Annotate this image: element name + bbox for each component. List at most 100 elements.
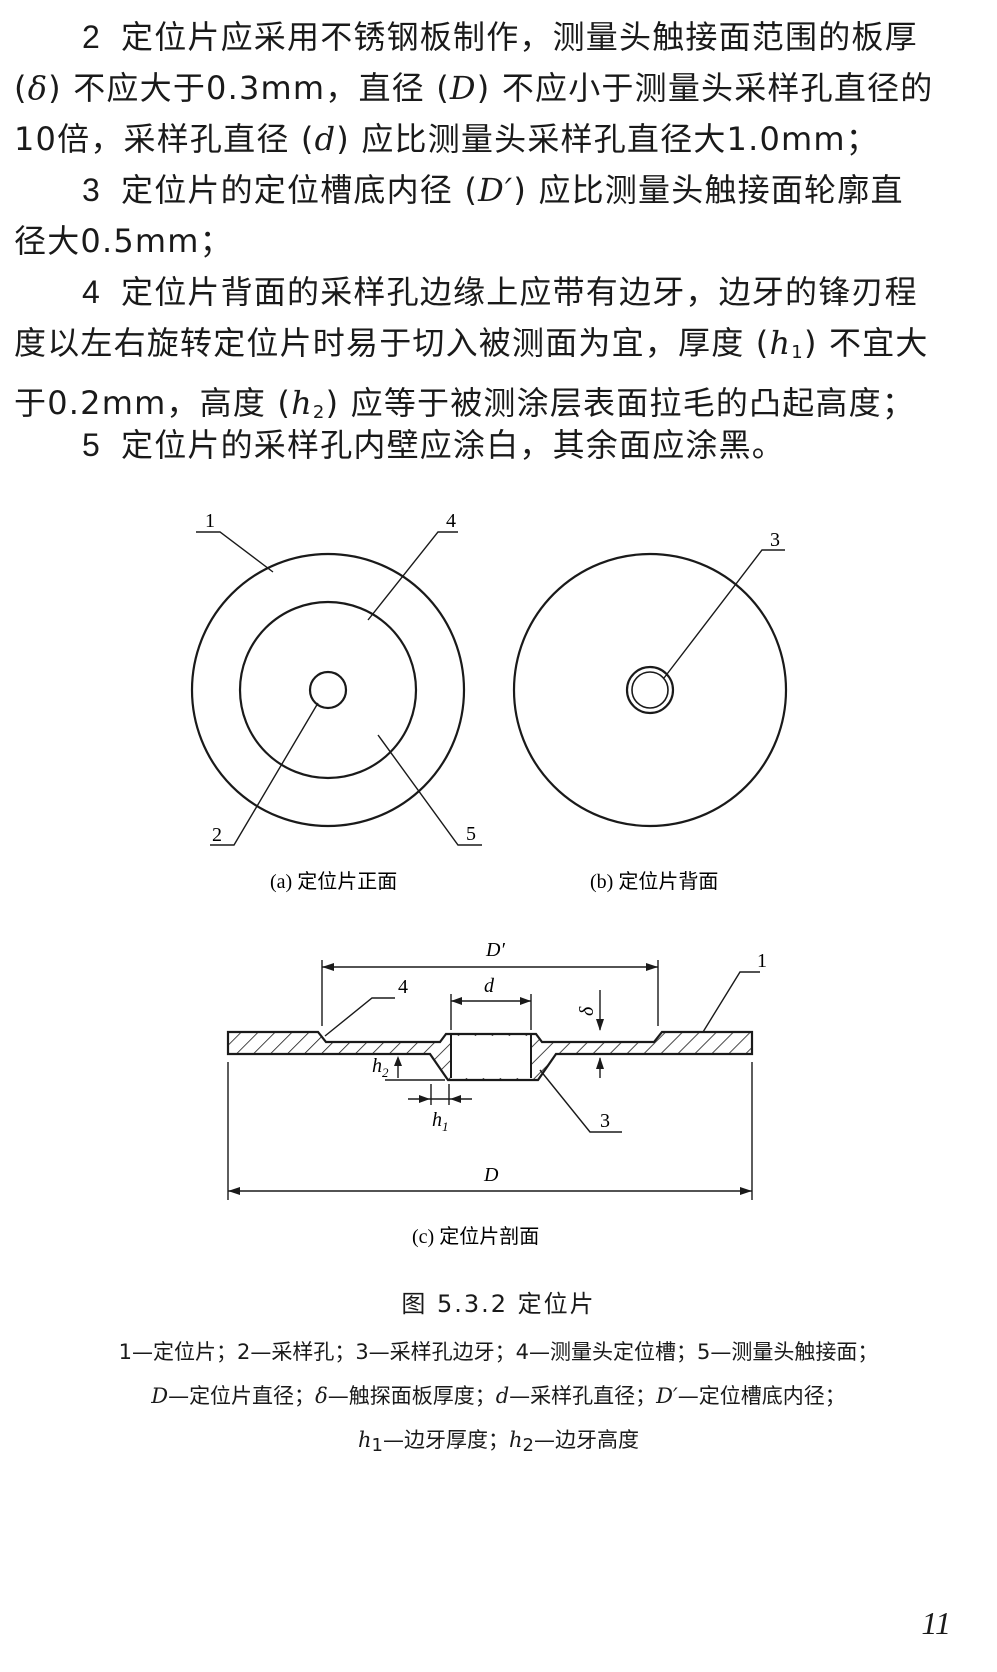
outer-circle [512,552,788,828]
symbol: D [151,1384,169,1408]
legend-line-3: h1—边牙厚度；h2—边牙高度 [0,1418,997,1468]
arrow [646,963,658,971]
text: ) 应比测量头采样孔直径大1.0mm； [336,120,879,158]
section-view [226,960,760,1200]
locating-groove-circle [238,600,418,780]
label-5: 5 [466,823,476,845]
symbol: δ [315,1384,328,1408]
page-number: 11 [921,1605,951,1641]
label-1: 1 [205,510,215,532]
label-3: 3 [600,1110,610,1132]
back-view [512,549,788,828]
front-view [190,531,482,846]
dim-label-D-prime: D′ [485,939,505,961]
plate-section-outline [226,1030,754,1082]
arrow [322,963,334,971]
dim-label-delta: δ [576,1006,598,1016]
legend-text: —采样孔直径； [509,1384,657,1408]
legend-text: —边牙厚度； [383,1428,509,1452]
hole-void [451,1036,531,1078]
text: 度以左右旋转定位片时易于切入被测面为宜，厚度 ( [14,324,770,362]
leader-4 [367,531,458,621]
paragraph-4: 4 定位片背面的采样孔边缘上应带有边牙，边牙的锋刃程 度以左右旋转定位片时易于切入… [14,267,984,438]
arrow [228,1187,240,1195]
subscript: 2 [382,1065,389,1080]
leader-1 [702,971,760,1033]
symbol-h: h [769,324,792,362]
item-number: 5 [82,427,101,463]
subscript: 1 [442,1119,449,1134]
symbol-D: D [449,69,477,107]
text: ) 不应小于测量头采样孔直径的 [476,69,934,107]
paragraph-line: 径大0.5mm； [14,216,984,267]
symbol-D-prime: D′ [478,171,514,209]
caption-c: (c) 定位片剖面 [412,1225,539,1248]
leader-3 [539,1069,622,1133]
label-4: 4 [446,510,456,532]
text: 定位片的定位槽底内径 ( [121,171,479,209]
symbol: h [372,1055,382,1077]
label-3: 3 [770,529,780,551]
arrow [394,1056,402,1066]
paragraph-line: (δ) 不应大于0.3mm，直径 (D) 不应小于测量头采样孔直径的 [14,63,984,114]
text: 10倍，采样孔直径 ( [14,120,315,158]
sampling-hole [308,670,348,710]
arrow [451,997,462,1005]
arrow [419,1095,430,1103]
subscript: 1 [371,1435,383,1456]
paragraph-5: 5 定位片的采样孔内壁应涂白，其余面应涂黑。 [14,420,984,471]
paragraph-line: 度以左右旋转定位片时易于切入被测面为宜，厚度 (h1) 不宜大 [14,318,984,378]
text: 于0.2mm，高度 ( [14,384,292,422]
dim-label-h2: h2 [372,1055,389,1080]
paragraph-line: 于0.2mm，高度 (h2) 应等于被测涂层表面拉毛的凸起高度； [14,378,984,438]
arrow [596,1057,604,1069]
leader-2 [210,702,319,846]
leader-4 [324,997,395,1037]
label-2: 2 [212,824,222,846]
text: ) 应等于被测涂层表面拉毛的凸起高度； [325,384,916,422]
arrow [596,1019,604,1031]
text: 定位片背面的采样孔边缘上应带有边牙，边牙的锋刃程 [121,273,918,311]
paragraph-line: 2 定位片应采用不锈钢板制作，测量头触接面范围的板厚 [14,12,984,63]
text: ( [14,69,28,107]
item-number: 4 [82,274,101,310]
arrow [450,1095,461,1103]
text: 定位片的采样孔内壁应涂白，其余面应涂黑。 [121,426,786,464]
caption-a: (a) 定位片正面 [270,870,397,893]
subscript: 2 [522,1435,534,1456]
text: ) 应比测量头触接面轮廓直 [513,171,904,209]
sampling-hole [631,671,669,709]
arrow [520,997,531,1005]
figure-title: 图 5.3.2 定位片 [401,1290,596,1318]
symbol-h: h [291,384,313,422]
text: 径大0.5mm； [14,222,233,260]
outer-circle [190,552,466,828]
paragraph-line: 10倍，采样孔直径 (d) 应比测量头采样孔直径大1.0mm； [14,114,984,165]
leader-1 [196,531,274,573]
dim-label-d: d [484,975,495,997]
edge-teeth-outer [625,665,675,715]
legend-text: —边牙高度 [533,1428,639,1452]
dim-label-h1: h1 [432,1109,449,1134]
legend-text: 1—定位片；2—采样孔；3—采样孔边牙；4—测量头定位槽；5—测量头触接面； [118,1340,879,1364]
text: ) 不宜大 [803,324,929,362]
paragraph-line: 4 定位片背面的采样孔边缘上应带有边牙，边牙的锋刃程 [14,267,984,318]
arrow [740,1187,752,1195]
dim-label-D: D [483,1164,499,1186]
item-number: 2 [82,19,101,55]
leader-5 [377,734,482,846]
legend-text: —触探面板厚度； [327,1384,496,1408]
text: ) 不应大于0.3mm，直径 ( [48,69,450,107]
leader-3 [663,549,785,679]
symbol: h [509,1428,523,1452]
text: 定位片应采用不锈钢板制作，测量头触接面范围的板厚 [121,18,918,56]
legend-text: —定位片直径； [168,1384,316,1408]
symbol: D′ [656,1384,678,1408]
legend-line-2: D—定位片直径；δ—触探面板厚度；d—采样孔直径；D′—定位槽底内径； [0,1374,997,1418]
symbol: d [495,1384,510,1408]
label-1: 1 [757,950,767,972]
